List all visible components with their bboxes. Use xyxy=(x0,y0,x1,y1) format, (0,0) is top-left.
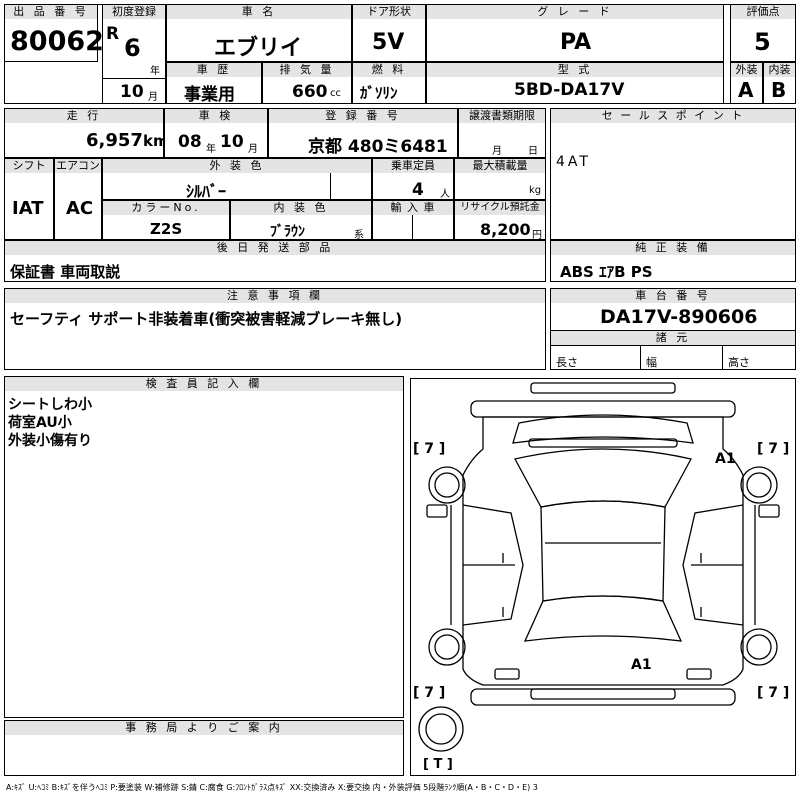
inspector-cell xyxy=(4,376,404,718)
capacity: 4 xyxy=(412,180,424,200)
width-label: 幅 xyxy=(646,356,657,369)
displacement-label: 排 気 量 xyxy=(263,63,351,77)
first-reg-cell xyxy=(102,4,166,104)
transfer-month: 月 xyxy=(492,146,502,157)
lot-number: 80062 xyxy=(10,26,104,57)
history: 事業用 xyxy=(184,85,235,105)
shift-label: シフト xyxy=(5,159,53,173)
length-label: 長さ xyxy=(556,356,578,369)
reg-month: 10 xyxy=(120,82,144,102)
dims-label: 諸 元 xyxy=(551,331,795,345)
damage-mark-front: A1 xyxy=(715,451,736,467)
chassis-label: 車 台 番 号 xyxy=(551,289,795,303)
interior-color-label: 内 装 色 xyxy=(231,201,371,215)
recycle-unit: 円 xyxy=(532,230,542,241)
shift: IAT xyxy=(12,198,44,219)
exterior-label: 外装 xyxy=(731,63,762,77)
interior-color-suffix: 系 xyxy=(354,230,364,241)
reg-era: R xyxy=(106,24,120,44)
inspection-label: 車 検 xyxy=(165,109,267,123)
car-name-label: 車 名 xyxy=(167,5,351,19)
exterior-color: ｼﾙﾊﾞｰ xyxy=(186,182,227,201)
load-unit: kg xyxy=(529,185,542,196)
car-name: エブリイ xyxy=(214,36,303,61)
mileage-label: 走 行 xyxy=(5,109,163,123)
later-parts: 保証書 車両取説 xyxy=(10,263,121,281)
car-outline-drawing xyxy=(418,382,780,752)
tread-marker: [ T ] xyxy=(423,757,453,772)
interior-score: B xyxy=(771,78,787,102)
transfer-label: 譲渡書類期限 xyxy=(459,109,545,123)
sales-point: 4AT xyxy=(556,154,591,170)
ac: AC xyxy=(66,198,94,219)
history-label: 車 歴 xyxy=(167,63,261,77)
interior-label: 内装 xyxy=(764,63,795,77)
color-label: 外 装 色 xyxy=(103,159,371,173)
exterior-score: A xyxy=(738,78,754,102)
mileage: 6,957 xyxy=(86,130,143,151)
insp-month-unit: 月 xyxy=(248,144,258,155)
inspector-label: 検 査 員 記 入 欄 xyxy=(5,377,403,391)
plate-number: 京都 480ミ6481 xyxy=(308,137,448,157)
plate-label: 登 録 番 号 xyxy=(269,109,457,123)
equipment-label: 純 正 装 備 xyxy=(551,241,795,255)
notes: セーフティ サポート非装着車(衝突被害軽減ブレーキ無し) xyxy=(10,310,403,328)
reg-month-unit: 月 xyxy=(148,92,158,103)
capacity-label: 乗車定員 xyxy=(373,159,453,173)
color-no: Z2S xyxy=(150,220,183,238)
fuel-label: 燃 料 xyxy=(353,63,425,77)
sales-point-cell xyxy=(550,108,796,240)
office-label: 事 務 局 よ り ご 案 内 xyxy=(5,721,403,735)
chassis-number: DA17V-890606 xyxy=(600,306,758,328)
height-label: 高さ xyxy=(728,356,750,369)
color-no-label: カラーNo. xyxy=(103,201,229,215)
ac-label: エアコン xyxy=(55,159,101,173)
door-label: ドア形状 xyxy=(353,5,425,19)
equipment: ABS ｴｱB PS xyxy=(560,263,653,281)
model: 5BD-DA17V xyxy=(514,80,625,100)
reg-year: 6 xyxy=(124,34,141,62)
import-label: 輸 入 車 xyxy=(373,201,453,215)
first-reg-label: 初度登録 xyxy=(103,5,165,19)
score: 5 xyxy=(754,28,771,56)
legend: A:ｷｽﾞ U:ﾍｺﾐ B:ｷｽﾞを伴うﾍｺﾐ P:要塗装 W:補修跡 S:錆 … xyxy=(6,783,538,792)
notes-label: 注 意 事 項 欄 xyxy=(5,289,545,303)
tire-rear-right: [ 7 ] xyxy=(757,685,790,701)
insp-year: 08 xyxy=(178,132,202,152)
sales-point-label: セ ー ル ス ポ イ ン ト xyxy=(551,109,795,123)
door-type: 5V xyxy=(372,30,405,55)
inspector-line-2: 荷室AU小 xyxy=(8,415,72,431)
displacement: 660 xyxy=(292,82,328,102)
interior-color: ﾌﾞﾗｳﾝ xyxy=(270,224,305,240)
fuel: ｶﾞｿﾘﾝ xyxy=(360,84,398,102)
transfer-day: 日 xyxy=(528,146,538,157)
car-diagram: [ 7 ] [ 7 ] [ 7 ] [ 7 ] [ T ] A1 A1 xyxy=(410,378,796,776)
tire-front-left: [ 7 ] xyxy=(413,441,446,457)
later-parts-label: 後 日 発 送 部 品 xyxy=(5,241,545,255)
mileage-unit: km xyxy=(143,132,169,150)
displacement-unit: cc xyxy=(330,88,341,99)
recycle-amount: 8,200 xyxy=(480,220,531,239)
tire-rear-left: [ 7 ] xyxy=(413,685,446,701)
score-label: 評価点 xyxy=(731,5,795,19)
insp-year-unit: 年 xyxy=(206,144,216,155)
tire-front-right: [ 7 ] xyxy=(757,441,790,457)
load-label: 最大積載量 xyxy=(455,159,545,173)
recycle-label: リサイクル預託金 xyxy=(455,201,545,215)
inspector-line-1: シートしわ小 xyxy=(8,397,92,413)
model-label: 型 式 xyxy=(427,63,723,77)
insp-month: 10 xyxy=(220,132,244,152)
lot-label: 出 品 番 号 xyxy=(5,5,97,19)
capacity-unit: 人 xyxy=(440,189,450,200)
damage-mark-rear: A1 xyxy=(631,657,652,673)
reg-year-unit: 年 xyxy=(150,66,160,77)
grade: PA xyxy=(560,30,592,55)
inspector-line-3: 外装小傷有り xyxy=(8,433,92,449)
grade-label: グ レ ー ド xyxy=(427,5,723,19)
